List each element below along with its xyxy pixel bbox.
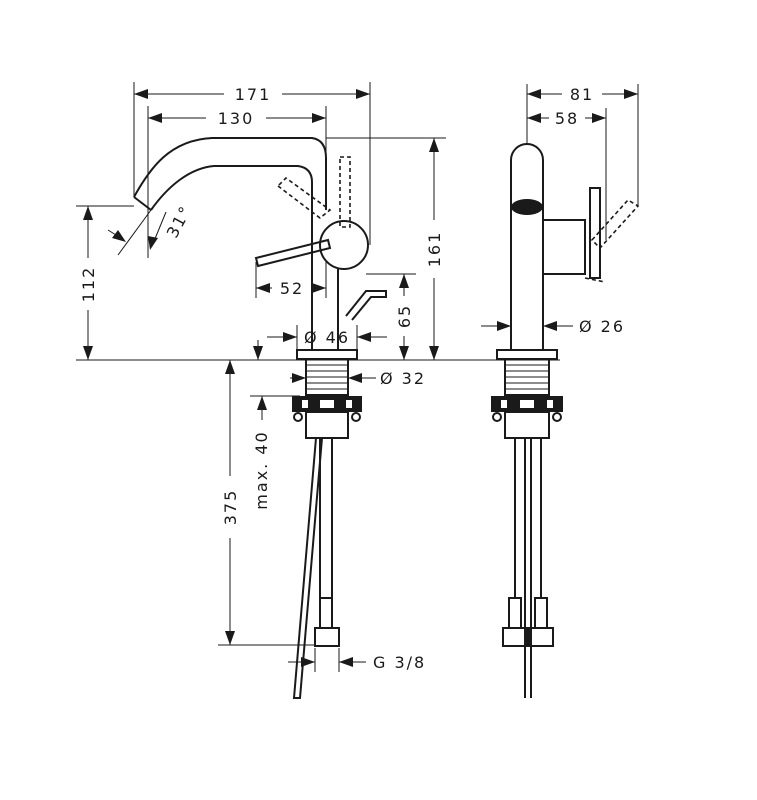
lever-rest-position bbox=[254, 220, 369, 270]
dimension-label: 130 bbox=[218, 109, 255, 128]
threaded-shank bbox=[305, 358, 349, 396]
spout bbox=[133, 137, 327, 222]
dimension-body-diameter: Ø 26 bbox=[481, 317, 625, 336]
dimension-label: 112 bbox=[79, 266, 98, 303]
dimension-label: Ø 32 bbox=[380, 369, 426, 388]
mounting-nut bbox=[292, 396, 362, 439]
dimension-label: Ø 26 bbox=[579, 317, 625, 336]
side-view bbox=[491, 143, 640, 698]
dimension-spout-reach: 130 bbox=[147, 106, 327, 258]
front-view bbox=[133, 137, 387, 699]
side-hoses bbox=[502, 438, 554, 698]
dimension-overall-reach: 171 bbox=[133, 82, 371, 245]
dimension-total-height: 161 bbox=[326, 137, 446, 360]
dimension-side-handle-depth: 58 bbox=[527, 108, 607, 240]
dimension-spout-height: 112 bbox=[76, 205, 134, 360]
dimension-label: 171 bbox=[235, 85, 272, 104]
dimension-side-depth: 81 bbox=[526, 84, 639, 206]
dimension-label: max. 40 bbox=[252, 430, 271, 509]
side-mounting-nut bbox=[491, 396, 563, 439]
supply-hoses bbox=[292, 437, 340, 699]
dimension-label: 58 bbox=[555, 109, 579, 128]
side-shank bbox=[504, 358, 550, 396]
side-aerator bbox=[511, 199, 543, 215]
dimension-shank-diameter: Ø 32 bbox=[290, 369, 426, 388]
pop-up-rod bbox=[345, 290, 387, 321]
dimension-base-diameter: Ø 46 bbox=[253, 325, 387, 360]
dimension-label: 161 bbox=[425, 231, 444, 268]
lever-alternate-position bbox=[276, 156, 351, 228]
dimension-below-deck-length: 375 bbox=[218, 360, 315, 646]
dimension-label: Ø 46 bbox=[304, 328, 350, 347]
dimension-label: G 3/8 bbox=[373, 653, 426, 672]
dimension-label: 375 bbox=[221, 489, 240, 526]
dimension-label: 52 bbox=[280, 279, 304, 298]
dimension-connection-thread: G 3/8 bbox=[288, 648, 426, 672]
dimension-handle-reach: 52 bbox=[255, 262, 327, 298]
dimension-lever-height: 65 bbox=[366, 273, 416, 360]
side-body bbox=[510, 143, 544, 350]
dimension-label: 31° bbox=[163, 202, 196, 241]
dimension-deck-thickness: max. 40 bbox=[250, 395, 300, 510]
side-lever-housing bbox=[542, 187, 640, 283]
dimension-label: 81 bbox=[570, 85, 594, 104]
dimension-label: 65 bbox=[395, 304, 414, 328]
